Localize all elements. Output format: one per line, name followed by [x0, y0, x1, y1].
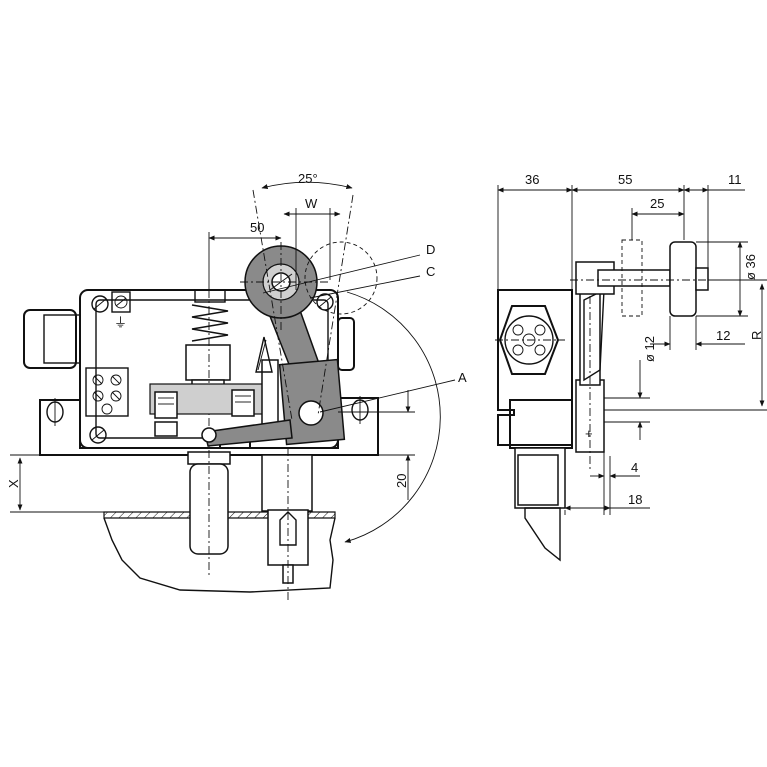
side-housing: [497, 289, 573, 446]
angle-label: 25°: [298, 171, 318, 186]
flange-hole-left: [46, 398, 64, 426]
dim-11: 11: [728, 172, 742, 187]
radius-r: R: [749, 331, 764, 340]
actuator-lever: [201, 287, 346, 447]
dim-55: 55: [618, 172, 632, 187]
twenty-label: 20: [394, 474, 409, 488]
x-label: X: [6, 479, 21, 488]
side-roller-assembly: [570, 239, 720, 317]
travel-arc: [344, 291, 441, 543]
mounting-body-outline: [103, 517, 336, 593]
dim-12: 12: [716, 328, 730, 343]
side-cover: [509, 399, 573, 449]
callout-c: C: [426, 264, 435, 279]
cable-gland-right: [337, 317, 355, 371]
svg-text:⏚: ⏚: [114, 315, 127, 330]
dim-25: 25: [650, 196, 664, 211]
side-lever: +: [575, 280, 605, 470]
dim-36-top: 36: [525, 172, 539, 187]
flange-hole-right: [351, 396, 369, 424]
plus-mark: +: [585, 426, 593, 441]
roller-deflected-outline: [304, 241, 378, 315]
w-label: W: [305, 196, 318, 211]
dia-36: ø 36: [743, 254, 758, 280]
screw-bottom-left: [89, 426, 107, 444]
contact-carrier: [149, 383, 269, 449]
side-roller: [669, 241, 697, 317]
actuator-rod: [261, 359, 313, 600]
terminal-block: [85, 367, 129, 417]
side-plunger: [514, 447, 566, 562]
front-view: ⏚: [6, 171, 467, 600]
cable-gland-left-nut: [43, 314, 81, 364]
dim-4: 4: [631, 460, 638, 475]
ground-terminal: ⏚: [111, 291, 131, 330]
dim-18: 18: [628, 492, 642, 507]
plunger-spring: [191, 304, 229, 342]
callout-a: A: [458, 370, 467, 385]
dia-12: ø 12: [642, 336, 657, 362]
side-view: + 36 55 11 25 ø 36: [495, 172, 767, 562]
fifty-label: 50: [250, 220, 264, 235]
side-gland: [495, 305, 565, 375]
cable-gland-left: [23, 309, 77, 369]
screw-top-left: [91, 295, 109, 313]
callout-d: D: [426, 242, 435, 257]
